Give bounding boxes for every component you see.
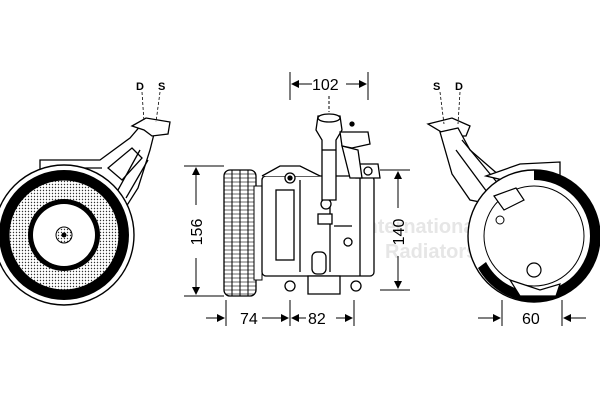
right-port-s-label: S [433,81,440,93]
dim-156-label: 156 [189,219,206,246]
dim-102-label: 102 [312,77,339,94]
left-port-d-label: D [136,81,144,93]
center-view: 102 156 140 74 82 [184,72,410,328]
left-view: D S [0,81,171,306]
center-top-fitting [315,113,371,201]
dim-60 [478,300,586,326]
dim-60-label: 60 [522,311,540,328]
watermark-line2: Radiators [385,241,477,263]
dim-156 [184,165,224,297]
right-view: S D 60 [426,81,600,328]
left-port-leaders [141,91,161,123]
right-port-leaders [439,91,461,125]
left-pulley [0,164,135,306]
left-port-s-label: S [158,81,165,93]
center-body [261,163,381,295]
dim-102 [289,72,369,112]
dim-74-label: 74 [240,311,258,328]
center-pulley [223,169,263,297]
watermark: International Radiators [360,216,480,263]
dim-140-label: 140 [391,219,408,246]
watermark-line1: International [360,216,480,238]
dim-140 [380,169,410,291]
dim-74-82 [206,300,355,326]
right-housing [467,169,600,303]
right-port-d-label: D [455,81,463,93]
dim-82-label: 82 [308,311,326,328]
